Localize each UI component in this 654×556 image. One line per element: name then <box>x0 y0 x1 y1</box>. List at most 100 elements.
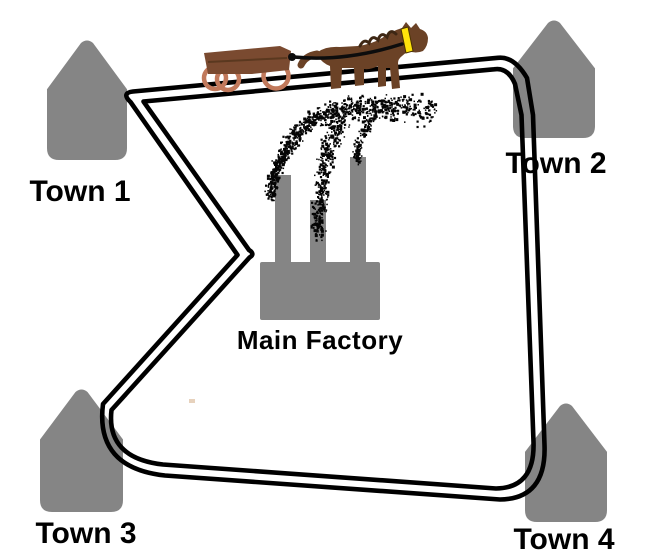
smoke-particle <box>273 179 276 182</box>
smoke-particle <box>336 122 339 124</box>
smoke-particle <box>302 121 305 124</box>
smoke-particle <box>338 145 341 148</box>
smoke-particle <box>385 117 387 120</box>
smoke-particle <box>314 119 317 122</box>
smoke-particle <box>320 148 323 151</box>
smoke-particle <box>346 104 349 107</box>
smoke-particle <box>374 103 377 106</box>
smoke-particle <box>360 141 363 143</box>
smoke-particle <box>320 112 322 115</box>
smoke-particle <box>358 144 361 146</box>
smoke-particle <box>353 117 357 120</box>
smoke-particle <box>403 98 405 101</box>
smoke-particle <box>278 170 281 172</box>
smoke-particle <box>273 183 276 185</box>
smoke-particle <box>294 147 297 150</box>
smoke-particle <box>359 157 362 159</box>
smoke-particle <box>332 110 335 113</box>
smoke-particle <box>381 111 384 114</box>
smoke-particle <box>417 111 421 115</box>
smoke-particle <box>361 155 363 157</box>
smoke-particle <box>339 127 342 131</box>
smoke-particle <box>412 109 415 111</box>
smoke-particle <box>317 196 320 199</box>
smoke-particle <box>311 212 314 216</box>
smoke-particle <box>332 150 335 152</box>
smoke-particle <box>327 154 330 157</box>
smoke-particle <box>345 115 348 117</box>
smoke-particle <box>392 108 394 110</box>
smoke-particle <box>316 212 319 215</box>
smoke-particle <box>322 207 326 211</box>
smoke-particle <box>426 112 429 114</box>
smoke-particle <box>343 99 346 102</box>
smoke-particle <box>300 132 304 136</box>
smoke-particle <box>278 149 281 153</box>
smoke-particle <box>330 136 332 139</box>
smoke-particle <box>309 116 312 119</box>
smoke-particle <box>411 112 415 115</box>
smoke-particle <box>316 181 319 185</box>
smoke-particle <box>367 120 369 122</box>
smoke-particle <box>383 110 385 113</box>
smoke-particle <box>336 127 339 130</box>
smoke-particle <box>308 114 310 116</box>
smoke-particle <box>404 104 406 106</box>
smoke-particle <box>363 135 366 138</box>
smoke-particle <box>289 146 293 150</box>
smoke-particle <box>277 168 280 171</box>
smoke-particle <box>434 112 436 114</box>
smoke-particle <box>350 98 353 101</box>
smoke-particle <box>280 160 282 163</box>
smoke-particle <box>315 182 317 184</box>
smoke-particle <box>287 156 290 159</box>
smoke-particle <box>313 229 316 232</box>
smoke-particle <box>319 221 321 224</box>
smoke-particle <box>322 190 325 194</box>
smoke-particle <box>319 176 323 179</box>
smoke-particle <box>278 162 282 165</box>
smoke-particle <box>397 99 399 102</box>
smoke-particle <box>359 147 362 150</box>
smoke-particle <box>285 158 288 162</box>
smoke-particle <box>312 118 314 121</box>
smoke-particle <box>365 118 368 121</box>
smoke-particle <box>357 102 360 104</box>
smoke-particle <box>343 108 346 110</box>
smoke-particle <box>427 113 430 116</box>
smoke-particle <box>288 143 291 146</box>
smoke-particle <box>305 129 308 132</box>
smoke-particle <box>391 99 393 102</box>
smoke-particle <box>318 197 320 199</box>
smoke-particle <box>320 156 322 158</box>
smoke-particle <box>430 100 433 104</box>
smoke-particle <box>325 142 327 145</box>
smoke-particle <box>361 107 365 111</box>
smoke-particle <box>314 233 318 236</box>
smoke-particle <box>329 148 332 150</box>
smoke-particle <box>327 148 330 151</box>
smoke-particle <box>365 123 367 126</box>
smoke-particle <box>387 100 390 103</box>
smoke-particle <box>333 120 336 123</box>
smoke-particle <box>319 210 322 213</box>
smoke-particle <box>407 104 409 106</box>
smoke-particle <box>298 137 302 141</box>
smoke-particle <box>359 100 361 103</box>
smoke-particle <box>321 116 324 120</box>
smoke-particle <box>333 145 336 148</box>
smoke-particle <box>358 107 361 110</box>
smoke-particle <box>291 145 294 148</box>
smoke-particle <box>303 124 305 126</box>
smoke-particle <box>323 140 327 143</box>
smoke-particle <box>336 109 338 111</box>
smoke-particle <box>325 187 327 189</box>
stray-mark <box>189 399 195 403</box>
smoke-particle <box>329 126 332 129</box>
smoke-particle <box>388 110 391 112</box>
smoke-particle <box>355 140 358 144</box>
smoke-particle <box>302 140 304 142</box>
smoke-particle <box>327 151 329 154</box>
smoke-particle <box>347 98 350 101</box>
smoke-particle <box>353 105 355 107</box>
